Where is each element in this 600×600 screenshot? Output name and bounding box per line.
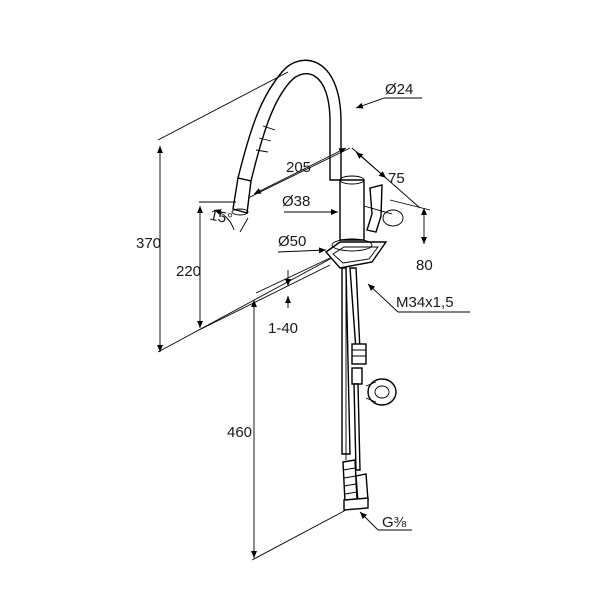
label-spout-reach: 205 (286, 159, 311, 176)
hose-lower (353, 383, 361, 471)
label-spout-height: 220 (176, 263, 201, 280)
spray-head-outlet (231, 208, 249, 216)
lever-cartridge (382, 209, 404, 227)
dimension-labels: 370 220 460 205 75 80 Ø24 Ø38 Ø50 M34x1,… (136, 81, 454, 531)
hose-fitting-upper (351, 343, 367, 365)
label-lever-height: 80 (416, 257, 433, 274)
label-deck-thickness: 1-40 (268, 320, 298, 337)
faucet-body (231, 59, 404, 511)
label-spray-angle: 15° (208, 207, 234, 228)
label-connection: G⅜ (382, 514, 407, 531)
spray-head (232, 177, 252, 214)
label-height-total: 370 (136, 235, 161, 252)
label-base-diameter: Ø50 (278, 233, 306, 250)
label-spout-diameter: Ø24 (385, 81, 413, 98)
base-rosette (324, 241, 388, 269)
hose-weight (367, 378, 397, 406)
leader-lines (277, 97, 470, 531)
hose-left (349, 267, 361, 351)
label-under-counter: 460 (227, 424, 252, 441)
dimension-lines (157, 146, 427, 558)
connection-thread-end (343, 497, 369, 511)
body-column (339, 179, 365, 241)
label-thread: M34x1,5 (396, 294, 454, 311)
hose-fitting-mid (351, 367, 363, 385)
extension-lines (157, 71, 431, 561)
label-body-diameter: Ø38 (282, 193, 310, 210)
label-lever-reach: 75 (388, 170, 405, 187)
connection-nut-left (342, 459, 358, 503)
mixer-lever (366, 184, 383, 233)
